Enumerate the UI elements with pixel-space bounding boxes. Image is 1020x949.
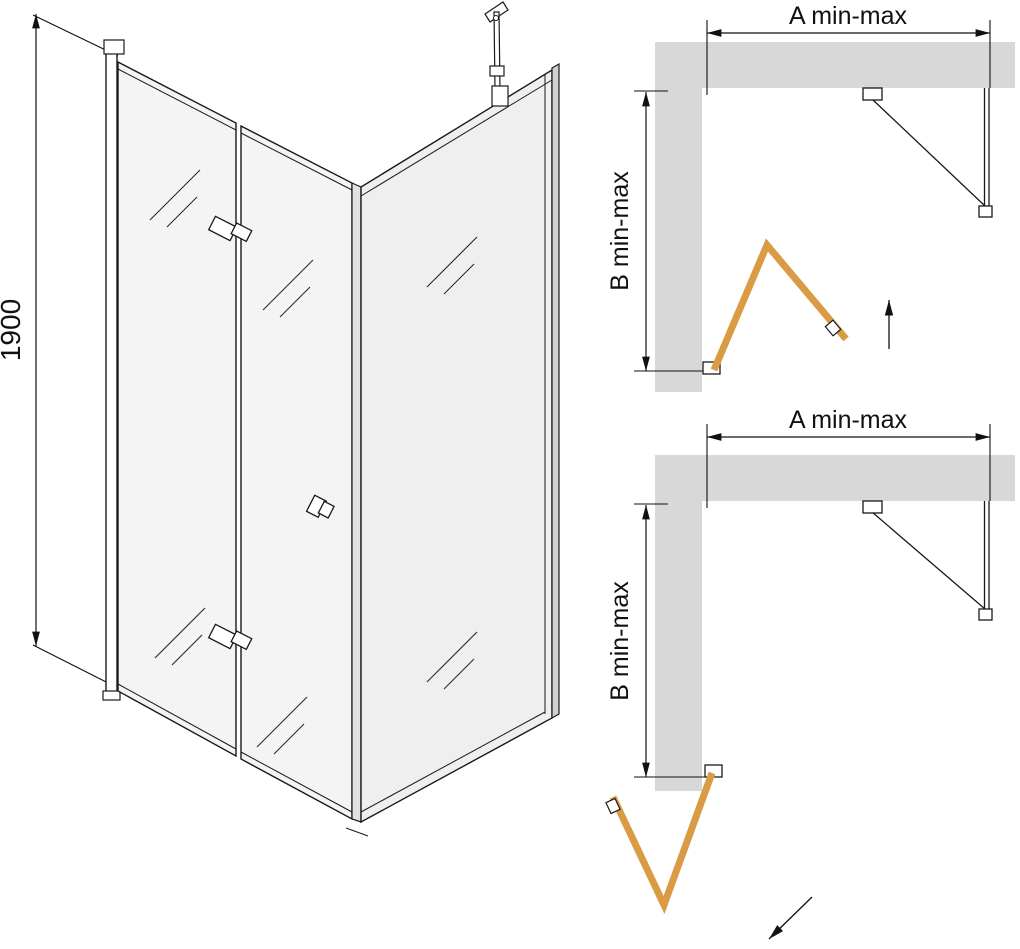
glass-shine-mark: [279, 286, 311, 318]
fixed-side-panel-plan: [862, 500, 993, 621]
wall-horizontal: [655, 455, 1015, 501]
glass-shine-mark: [443, 263, 475, 295]
wall-vertical: [655, 501, 702, 791]
corner-profile: [351, 182, 362, 823]
glass-shine-marks: [149, 169, 478, 755]
side-panel-top-frame: [360, 79, 553, 197]
folding-door-open-position: [609, 771, 716, 915]
hinge-bottom-right-block: [230, 630, 253, 651]
support-rod: [484, 1, 509, 107]
side-panel-bottom-frame: [360, 711, 546, 813]
support-rod-glass-clamp: [491, 85, 509, 107]
wall-vertical: [655, 88, 702, 392]
wall-profile-bar: [105, 47, 118, 694]
folding-door-open-position: [710, 238, 849, 372]
glass-shine-mark: [149, 169, 201, 221]
wall-profile-cap: [103, 39, 125, 55]
door-panel-2-glass: [240, 124, 353, 821]
handle-knob-cap: [317, 500, 335, 519]
depth-dimension: B min-max: [606, 503, 706, 778]
side-panel-glass: [360, 68, 553, 824]
width-dimension-label: A min-max: [789, 2, 908, 30]
glass-shine-mark: [273, 723, 305, 755]
support-strut: [871, 511, 986, 610]
hinge-top-right-block: [230, 222, 253, 243]
wall-profile-foot: [102, 690, 121, 701]
glass-shine-mark: [426, 236, 478, 288]
plan-view-top: A min-max B min-max: [606, 2, 1015, 392]
folding-door-panel-1: [117, 60, 237, 758]
door-handle-marker: [605, 797, 621, 815]
support-strut: [871, 98, 986, 207]
hinge-bottom: [207, 623, 253, 651]
perspective-view: 1900: [0, 1, 560, 837]
door-swing-direction-arrow-down: [768, 896, 813, 940]
door-handle-marker: [824, 319, 842, 337]
folding-door-swing-plan: [710, 238, 849, 372]
folding-door-panel-2: [240, 124, 353, 821]
wall-profile: [102, 39, 125, 701]
plan-view-bottom: A min-max B min-max: [605, 406, 1015, 940]
depth-dimension-label: B min-max: [606, 581, 634, 701]
support-rod-screw: [493, 15, 499, 21]
door-panel-1-glass: [117, 60, 237, 758]
panel-end-clamp: [978, 205, 993, 218]
glass-shine-mark: [166, 196, 198, 228]
door-handle-knob: [305, 494, 335, 519]
side-panel: [360, 62, 560, 824]
support-rod-bar: [493, 11, 501, 91]
glass-shine-mark: [443, 658, 475, 690]
height-dimension: 1900: [0, 14, 119, 689]
depth-dimension-label: B min-max: [606, 171, 634, 291]
width-dimension: A min-max: [706, 2, 991, 95]
glass-shine-mark: [171, 634, 203, 666]
glass-shine-mark: [262, 259, 314, 311]
door-panel-2-bottom-frame: [240, 751, 353, 813]
wall-bracket: [862, 500, 883, 514]
door-panel-1-bottom-frame: [117, 683, 237, 750]
height-dimension-label: 1900: [0, 299, 26, 361]
panel-end-clamp: [978, 608, 993, 621]
door-panel-1-top-frame: [117, 68, 237, 131]
glass-shine-mark: [426, 631, 478, 683]
glass-shine-mark: [154, 607, 206, 659]
glass-shine-mark: [256, 696, 308, 748]
depth-dimension: B min-max: [606, 90, 704, 372]
door-panel-2-top-frame: [240, 132, 353, 191]
floor-mark: [345, 827, 369, 837]
fixed-side-panel-plan: [862, 87, 993, 218]
side-panel-edge-profile: [551, 62, 560, 720]
wall-horizontal: [655, 42, 1015, 88]
support-rod-joint: [489, 65, 505, 77]
hinge-top: [207, 215, 253, 243]
witness-line-bottom: [32, 644, 119, 689]
width-dimension-label: A min-max: [789, 406, 908, 434]
folding-door-swing-plan: [605, 771, 716, 915]
width-dimension: A min-max: [706, 406, 991, 508]
wall-bracket: [862, 87, 883, 101]
